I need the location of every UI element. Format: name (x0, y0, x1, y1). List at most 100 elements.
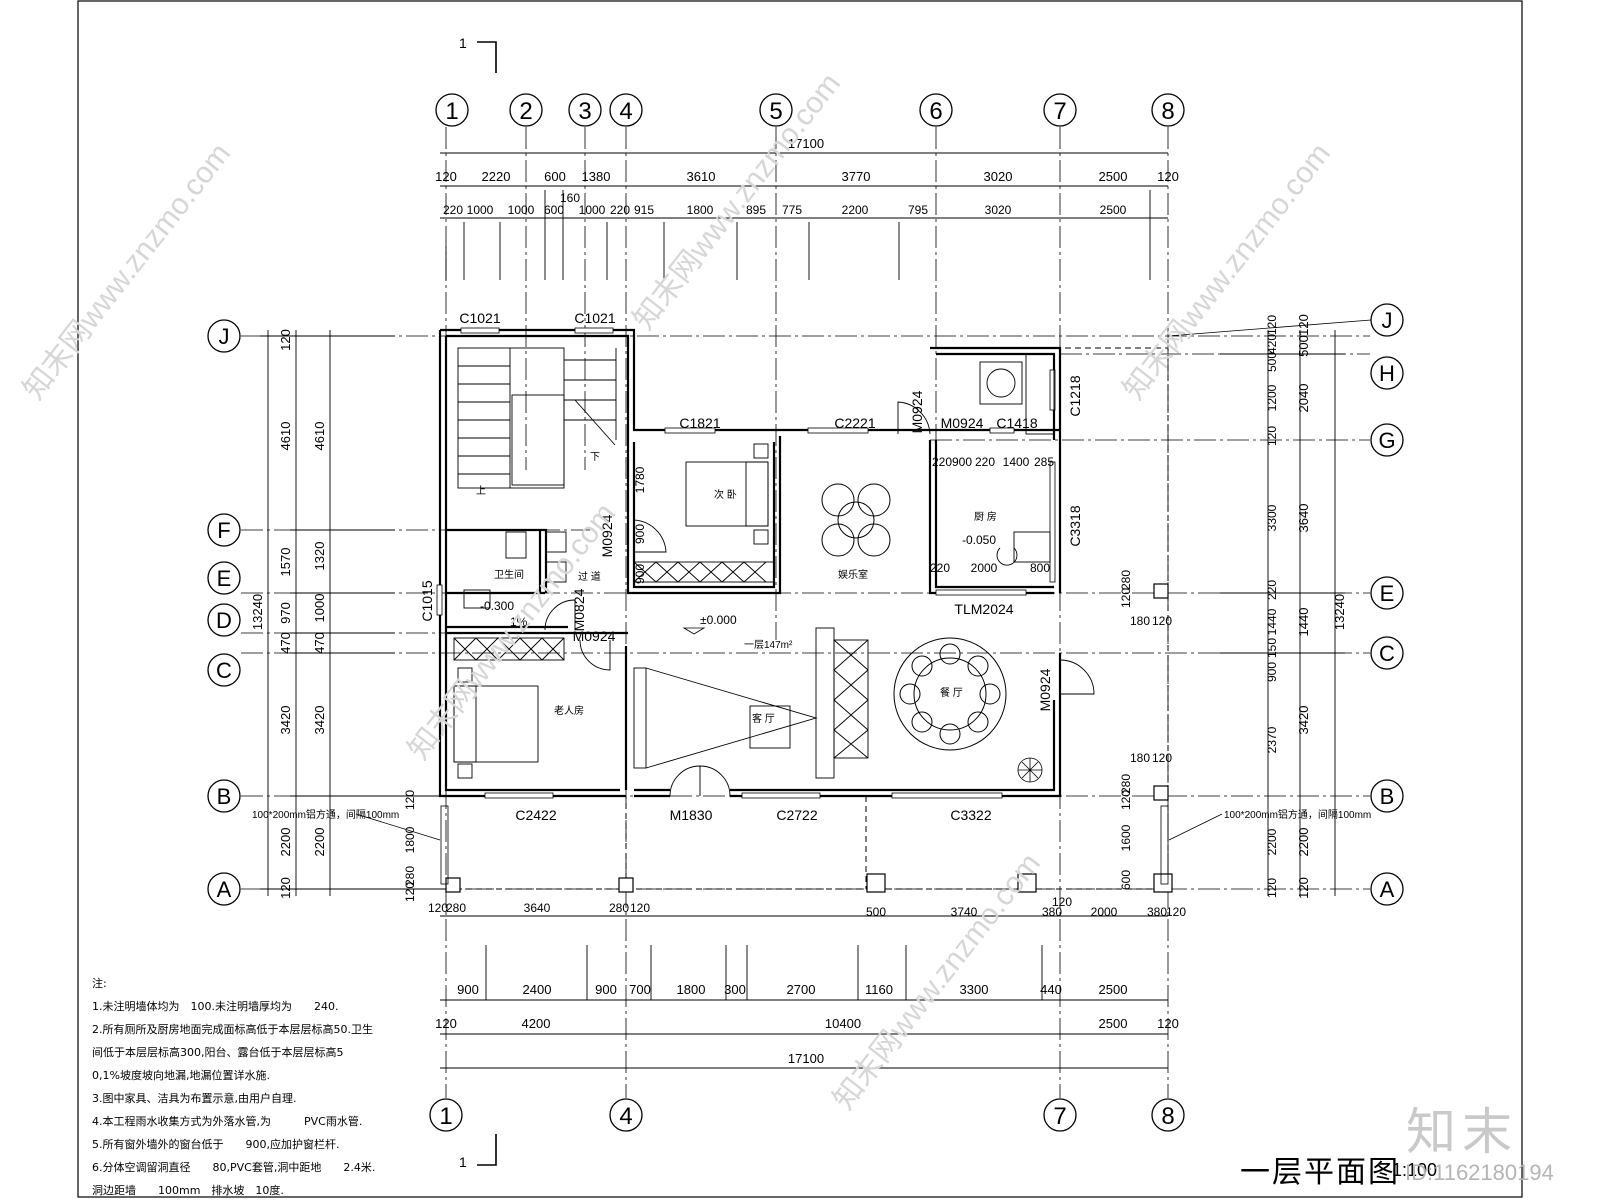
top-dim: 1380 (582, 169, 611, 184)
right-dim: 2200 (1265, 828, 1279, 855)
bottom-dim: 120 (1166, 905, 1186, 919)
living-furniture (633, 627, 869, 779)
top-dimension-text-row2: 220 1000 1000 600 1000 220 915 1800 895 … (443, 203, 1127, 217)
bedroom-dim: 900 (633, 524, 647, 544)
left-dim: 2200 (278, 828, 293, 857)
door-labels: M0924 M0924 M0924 M0824 M0924 M0924 M183… (571, 390, 1053, 823)
staircase (457, 347, 617, 489)
note-line: 2.所有厕所及厨房地面完成面标高低于本层层标高50.卫生 (92, 1023, 373, 1036)
hall-label: 过 道 (578, 570, 601, 583)
top-dim: 915 (634, 203, 654, 217)
axis-label-4: 4 (619, 98, 632, 125)
bottom-dim: 3300 (960, 982, 989, 997)
column-bubbles-top (435, 93, 1185, 127)
window-label: C1218 (1067, 375, 1083, 416)
left-dim: 1570 (278, 548, 293, 577)
window-label: C1021 (459, 310, 500, 326)
left-small-dims: 120 1800 120 280 (403, 790, 417, 902)
right-dim: 2200 (1296, 828, 1311, 857)
top-dim: 1000 (579, 203, 606, 217)
row-J-leader (1167, 319, 1372, 337)
top-dim: 2500 (1099, 169, 1128, 184)
bottom-dim: 900 (595, 982, 617, 997)
section-mark-top: 1 (459, 35, 467, 51)
znzmo-logo: 知末 (1406, 1103, 1518, 1161)
entertain-table (821, 483, 891, 557)
right-dim: 120 (1265, 315, 1279, 335)
column-bubble-labels-bottom: 1 4 7 8 (439, 1103, 1174, 1130)
axis-label-A: A (217, 877, 232, 902)
door-label: M1830 (670, 807, 713, 823)
bottom-dim: 380 (1042, 905, 1062, 919)
door-label: M0924 (573, 628, 616, 644)
top-dim: 120 (1157, 169, 1179, 184)
axis-label-right-B: B (1380, 784, 1395, 809)
left-dim: 120 (278, 329, 293, 351)
right-dim: 2370 (1265, 726, 1279, 753)
axis-label-right-C: C (1379, 641, 1395, 666)
bottom-dim: 380 (1147, 905, 1167, 919)
top-dim: 3020 (985, 203, 1012, 217)
right-dim: 120 (1152, 614, 1172, 628)
door-label: M0824 (571, 588, 587, 631)
axis-label-5: 5 (769, 98, 782, 125)
axis-label-7: 7 (1053, 98, 1066, 125)
bedroom-dim: 900 (633, 564, 647, 584)
top-dim: 795 (908, 203, 928, 217)
bedroom2-label: 次 卧 (714, 488, 737, 501)
left-dim: 4610 (278, 422, 293, 451)
elevation-label: -0.050 (962, 533, 996, 547)
axis-label-right-A: A (1380, 877, 1395, 902)
bottom-dimension-lines (440, 915, 1168, 1069)
right-dim: 220 (1265, 580, 1279, 600)
bedroom-dim: 1780 (633, 466, 647, 493)
window-label: C2422 (515, 807, 556, 823)
axis-label-bottom-7: 7 (1053, 1103, 1066, 1130)
section-mark-bottom: 1 (459, 1154, 467, 1170)
note-line: 1.未注明墙体均为 100.未注明墙厚均为 240. (92, 1000, 339, 1013)
axis-label-J: J (219, 324, 230, 349)
axis-label-1: 1 (445, 98, 458, 125)
right-dimension-text: 13240 120 500 2040 3640 1440 3420 2200 1… (1296, 314, 1347, 899)
top-dim: 1000 (508, 203, 535, 217)
right-dim: 3640 (1296, 504, 1311, 533)
top-dim: 220 (610, 203, 630, 217)
axis-label-B: B (217, 784, 232, 809)
left-total-dim: 13240 (250, 594, 265, 630)
kitchen-fixtures (979, 353, 1055, 566)
drawing-scale: 1:100 (1392, 1160, 1438, 1180)
right-dim: 120 (1152, 751, 1172, 765)
top-dim: 3020 (984, 169, 1013, 184)
right-dim: 120 (1265, 426, 1279, 446)
left-dim: 1320 (312, 542, 327, 571)
left-dimension-lines (260, 330, 446, 896)
right-dim: 280 (1119, 774, 1133, 794)
right-dim: 120 (1296, 314, 1311, 336)
left-dim: 3420 (312, 706, 327, 735)
bottom-dim: 300 (724, 982, 746, 997)
window-symbols (436, 327, 1056, 799)
rail-right-note: 100*200mm铝方通，间隔100mm (1224, 808, 1371, 821)
left-dim: 1000 (312, 594, 327, 623)
section-line-top (477, 41, 497, 73)
right-dim: 180 (1130, 614, 1150, 628)
axis-label-bottom-8: 8 (1161, 1103, 1174, 1130)
axis-label-E: E (217, 566, 232, 591)
right-dim: 120 (1119, 790, 1133, 810)
bottom-total-dim: 17100 (788, 1051, 824, 1066)
toilet-label: 卫生间 (494, 568, 524, 581)
door-swings (544, 401, 1095, 797)
note-line: 间低于本层层标高300,阳台、露台低于本层层标高5 (92, 1046, 344, 1059)
kitchen-dims: 220 900 220 1400 285 220 2000 800 (930, 455, 1054, 575)
rail-left-note: 100*200mm铝方通，间隔100mm (252, 808, 399, 821)
bottom-dim: 1160 (865, 982, 893, 997)
door-label: M0924 (1037, 668, 1053, 711)
bottom-dim: 280 (609, 901, 629, 915)
bottom-dim: 1800 (677, 982, 706, 997)
toilet-fixtures (463, 531, 567, 609)
right-dimension-text-row2: 120 420 500 1200 120 3300 220 1440 150 9… (1119, 315, 1279, 898)
axis-label-F: F (217, 518, 230, 543)
axis-label-right-J: J (1382, 308, 1393, 333)
row-bubbles-right (1370, 303, 1404, 906)
right-dim: 3300 (1265, 504, 1279, 531)
